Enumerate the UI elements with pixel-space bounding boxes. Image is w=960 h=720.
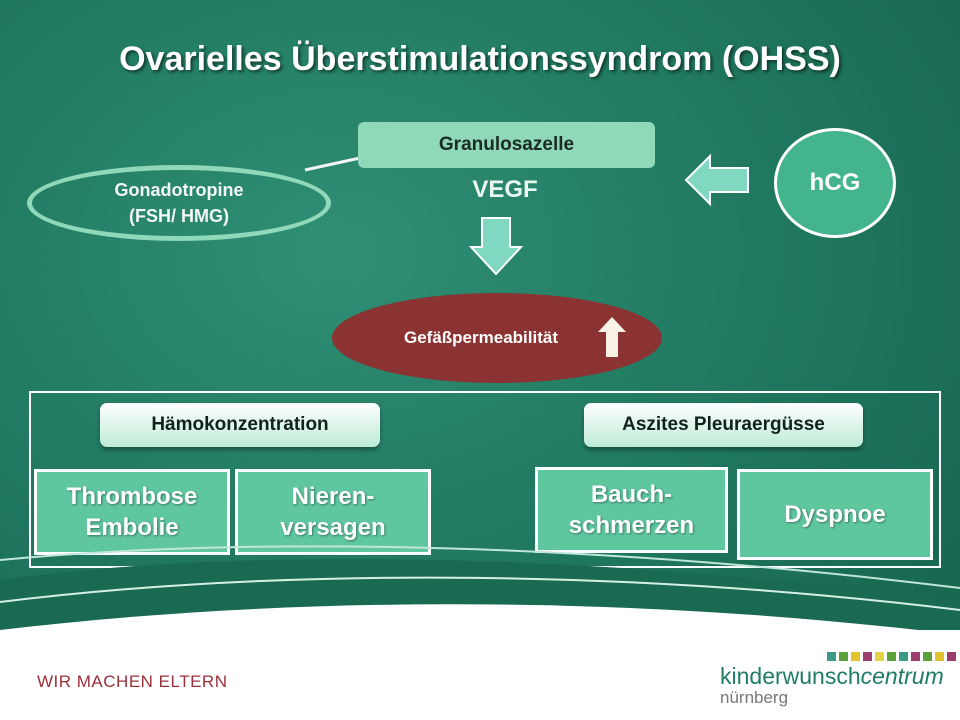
brand-square (923, 652, 932, 661)
brand-square (827, 652, 836, 661)
brand-square (935, 652, 944, 661)
symptom-box-bauchschmerzen: Bauch- schmerzen (535, 467, 728, 553)
brand-italic: centrum (860, 663, 944, 689)
symptom-box-thrombose: Thrombose Embolie (34, 469, 230, 555)
vegf-label: VEGF (472, 176, 538, 203)
brand-regular: kinderwunsch (720, 663, 861, 689)
brand-square (887, 652, 896, 661)
symptom-line: versagen (280, 514, 386, 541)
granulosa-label: Granulosazelle (438, 134, 575, 155)
symptom-line: Thrombose (66, 483, 198, 510)
symptom-line: Nieren- (291, 483, 375, 510)
brand-color-squares (827, 652, 956, 661)
symptom-line: Bauch- (590, 481, 673, 508)
footer-tagline: WIR MACHEN ELTERN (37, 672, 228, 691)
granulosa-cell-box: Granulosazelle (358, 122, 655, 168)
brand-square (911, 652, 920, 661)
footer-area (0, 630, 960, 720)
haemokonzentration-label: Hämokonzentration (151, 414, 329, 435)
vegf-down-arrow (468, 217, 524, 276)
brand-square (863, 652, 872, 661)
gonadotropine-ellipse: Gonadotropine (FSH/ HMG) (27, 165, 331, 241)
brand-square (947, 652, 956, 661)
brand-city: nürnberg (720, 688, 789, 707)
symptom-box-nierenversagen: Nieren- versagen (235, 469, 431, 555)
brand-logo-text: kinderwunschcentrum (720, 663, 944, 690)
hcg-circle: hCG (774, 128, 896, 238)
aszites-label-box: Aszites Pleuraergüsse (584, 403, 863, 447)
hcg-arrow (684, 153, 749, 207)
up-arrow-icon (598, 317, 626, 357)
brand-square (839, 652, 848, 661)
gonadotropine-line2: (FSH/ HMG) (129, 206, 229, 226)
symptom-box-dyspnoe: Dyspnoe (737, 469, 933, 560)
gonadotropine-line1: Gonadotropine (114, 180, 244, 200)
hcg-label: hCG (809, 169, 861, 196)
brand-square (851, 652, 860, 661)
brand-square (899, 652, 908, 661)
symptom-line: Embolie (85, 514, 179, 541)
aszites-label: Aszites Pleuraergüsse (622, 414, 825, 435)
symptom-line: Dyspnoe (784, 501, 886, 528)
haemokonzentration-label-box: Hämokonzentration (100, 403, 380, 447)
brand-square (875, 652, 884, 661)
symptom-line: schmerzen (568, 512, 695, 539)
slide-title: Ovarielles Überstimulationssyndrom (OHSS… (119, 40, 841, 78)
permeability-label: Gefäßpermeabilität (404, 328, 558, 347)
